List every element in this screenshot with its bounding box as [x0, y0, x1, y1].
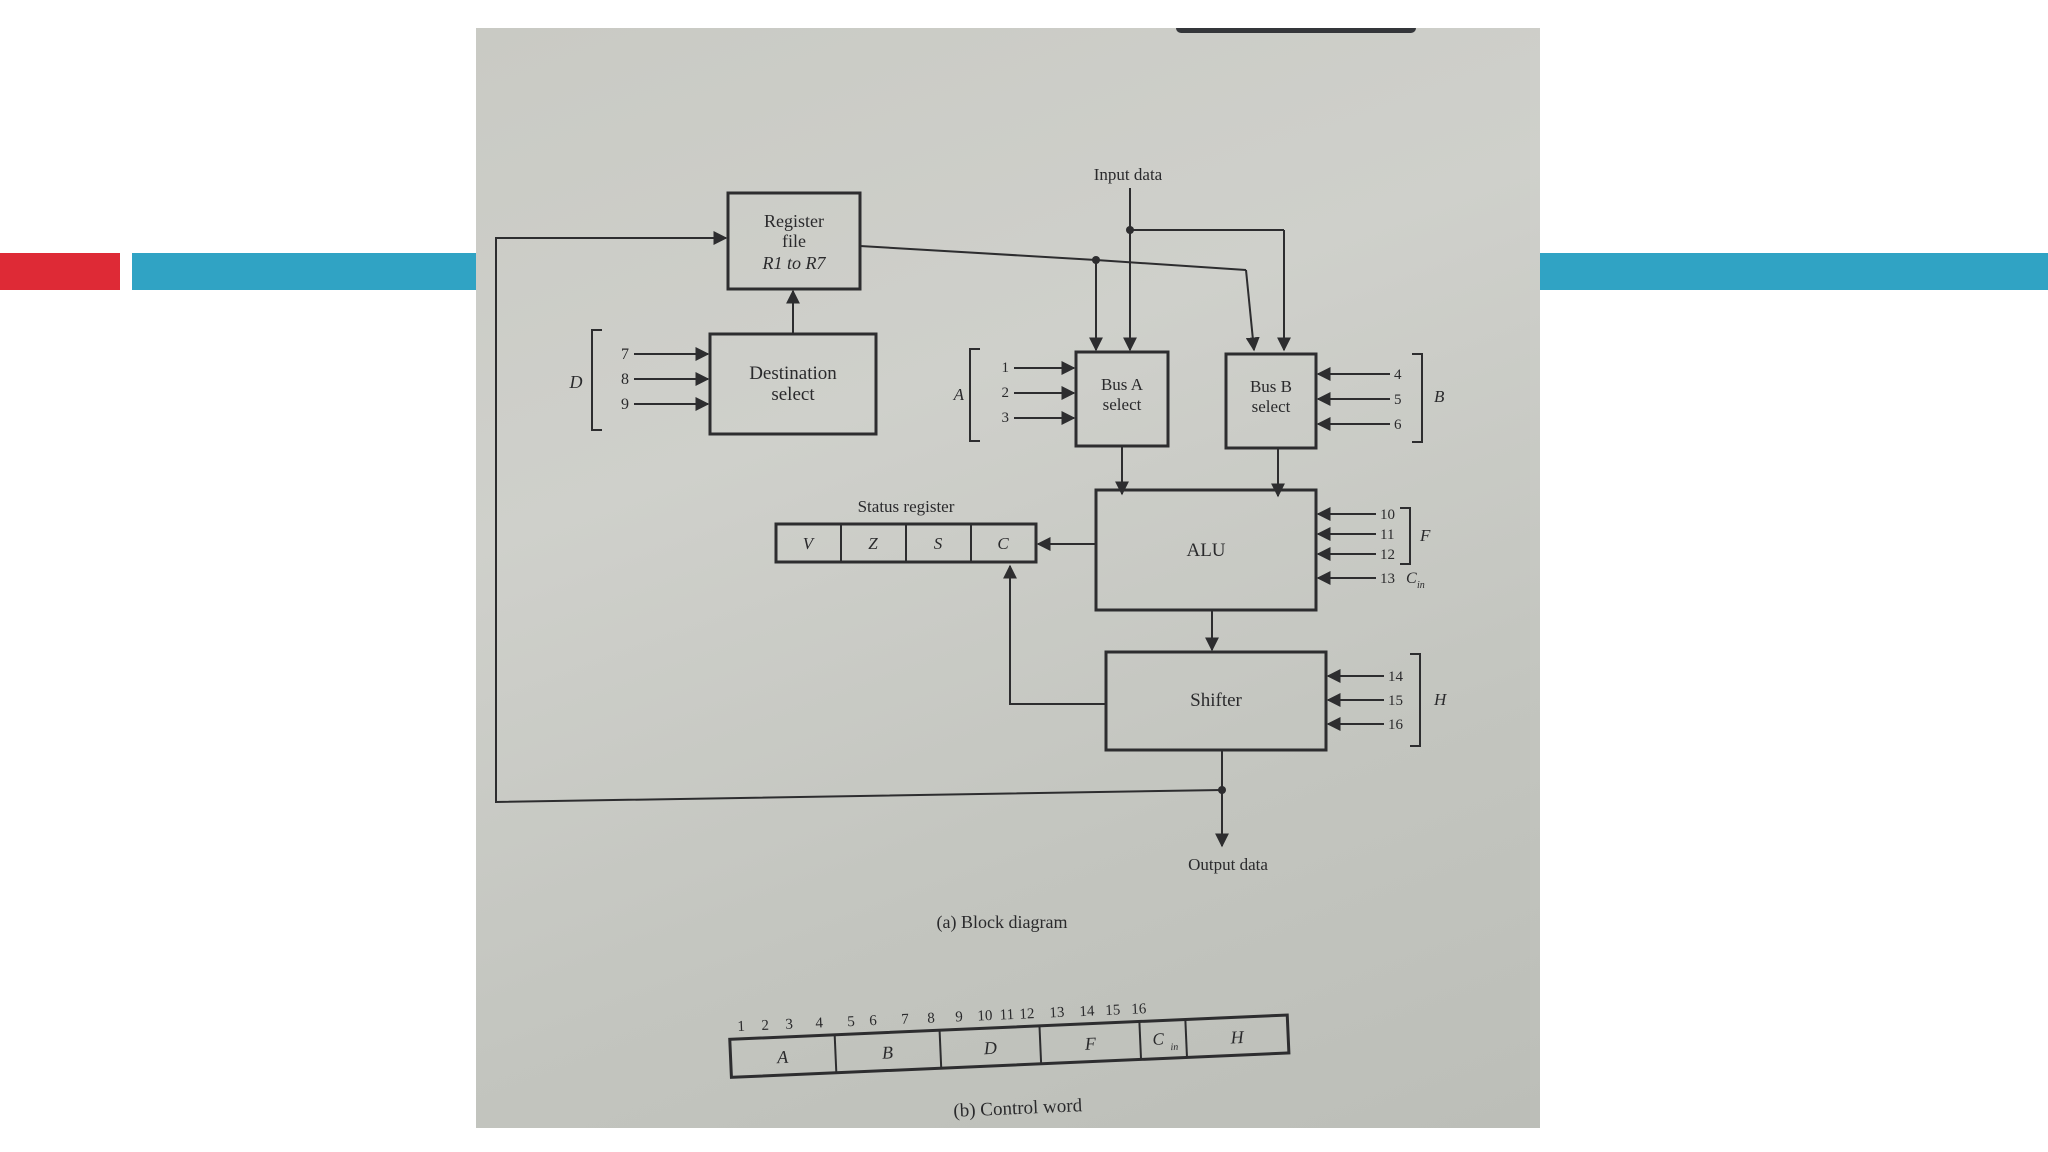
h-input-16: 16	[1388, 717, 1404, 733]
f-input-12: 12	[1380, 547, 1395, 563]
cw-divider-1	[833, 1034, 838, 1073]
register-output-bus	[859, 245, 1097, 261]
register-output-bus-2	[1095, 259, 1247, 271]
cw-bit-number-12: 12	[1019, 1006, 1035, 1023]
bus-b-select-block	[1224, 352, 1318, 450]
control-word-caption: (b) Control word	[953, 1095, 1083, 1122]
cw-bit-number-14: 14	[1079, 1003, 1095, 1020]
accent-bar-blue-left	[132, 253, 476, 290]
input-data-label: Input data	[1094, 165, 1163, 184]
bus-b-select-line2: select	[1252, 397, 1291, 416]
register-to-bus-b	[1245, 269, 1260, 352]
cw-bit-number-5: 5	[847, 1014, 855, 1030]
cw-divider-2	[938, 1030, 943, 1069]
b-input-5: 5	[1394, 392, 1402, 408]
cw-bit-number-10: 10	[977, 1008, 993, 1025]
cw-bit-number-16: 16	[1131, 1001, 1147, 1018]
cw-bit-number-7: 7	[901, 1012, 910, 1028]
cw-bit-number-15: 15	[1105, 1002, 1121, 1019]
cw-divider-3	[1038, 1025, 1043, 1064]
shifter-label: Shifter	[1190, 690, 1242, 711]
status-bit-v: V	[803, 534, 816, 553]
shifter-block	[1104, 650, 1328, 752]
cw-bit-number-8: 8	[927, 1010, 935, 1026]
a-input-3: 3	[1002, 410, 1010, 426]
cw-field-d: D	[982, 1038, 997, 1059]
cw-bit-number-13: 13	[1049, 1005, 1065, 1022]
a-input-2: 2	[1002, 385, 1010, 401]
a-bracket	[969, 348, 980, 442]
destination-select-line1: Destination	[749, 363, 837, 384]
b-group-label: B	[1434, 387, 1445, 406]
alu-label: ALU	[1186, 540, 1225, 561]
block-diagram-caption: (a) Block diagram	[937, 912, 1068, 933]
h-group-label: H	[1433, 690, 1448, 709]
f-input-11: 11	[1380, 527, 1394, 543]
status-bit-s: S	[934, 534, 943, 553]
cw-bit-number-2: 2	[761, 1018, 769, 1034]
a-group-label: A	[953, 385, 965, 404]
cw-divider-5	[1184, 1019, 1188, 1058]
status-bit-c: C	[997, 534, 1009, 553]
accent-bar-red	[0, 253, 120, 290]
alu-block	[1094, 488, 1318, 612]
cw-field-f: F	[1083, 1033, 1097, 1054]
control-word-block	[728, 1013, 1291, 1079]
cw-field-h: H	[1229, 1027, 1245, 1048]
status-bit-z: Z	[868, 534, 878, 553]
cw-bit-number-11: 11	[999, 1007, 1014, 1024]
cw-field-cin-sub: in	[1170, 1042, 1178, 1053]
cw-bit-number-6: 6	[869, 1013, 878, 1029]
cin-input-13: 13	[1380, 571, 1395, 587]
cin-label-sub: in	[1417, 580, 1425, 591]
bus-a-select-line2: select	[1103, 395, 1142, 414]
processor-block-diagram: Input data Register file R1 to R7 Destin…	[495, 165, 1448, 1122]
cw-field-a: A	[776, 1047, 790, 1068]
register-file-line1: Register	[764, 211, 824, 231]
d-bracket	[591, 329, 602, 431]
output-data-label: Output data	[1188, 855, 1268, 874]
d-input-7: 7	[621, 346, 629, 363]
cw-divider-4	[1138, 1021, 1143, 1060]
photo-edge-shadow	[1176, 28, 1416, 33]
register-file-block	[726, 191, 862, 291]
feedback-loop-to-register	[495, 231, 1223, 804]
h-bracket	[1410, 653, 1421, 747]
shifter-to-carry-bit	[1003, 564, 1106, 705]
destination-select-line2: select	[771, 384, 815, 405]
h-input-15: 15	[1388, 693, 1403, 709]
f-input-10: 10	[1380, 507, 1395, 523]
cw-bit-number-3: 3	[785, 1017, 793, 1033]
cw-field-cin: C	[1152, 1029, 1165, 1049]
cw-bit-number-4: 4	[815, 1015, 824, 1031]
bus-b-select-line1: Bus B	[1250, 377, 1292, 396]
d-input-9: 9	[621, 396, 629, 413]
accent-bar-blue-right	[1540, 253, 2048, 290]
cw-bit-number-1: 1	[737, 1019, 745, 1035]
input-junction	[1126, 226, 1134, 234]
d-group-label: D	[569, 372, 583, 392]
register-file-line2: file	[782, 231, 806, 251]
a-input-1: 1	[1002, 360, 1010, 376]
status-register-title: Status register	[858, 497, 955, 516]
cw-field-b: B	[882, 1042, 894, 1062]
b-input-6: 6	[1394, 417, 1402, 433]
b-bracket	[1412, 353, 1423, 443]
cin-label: C	[1406, 570, 1417, 587]
bus-a-select-line1: Bus A	[1101, 375, 1144, 394]
d-input-8: 8	[621, 371, 629, 388]
register-file-line3: R1 to R7	[762, 253, 827, 273]
h-input-14: 14	[1388, 669, 1404, 685]
f-group-label: F	[1419, 526, 1431, 545]
cw-bit-number-9: 9	[955, 1009, 963, 1025]
b-input-4: 4	[1394, 367, 1402, 383]
textbook-photo: Input data Register file R1 to R7 Destin…	[476, 28, 1540, 1128]
f-bracket	[1400, 507, 1411, 565]
